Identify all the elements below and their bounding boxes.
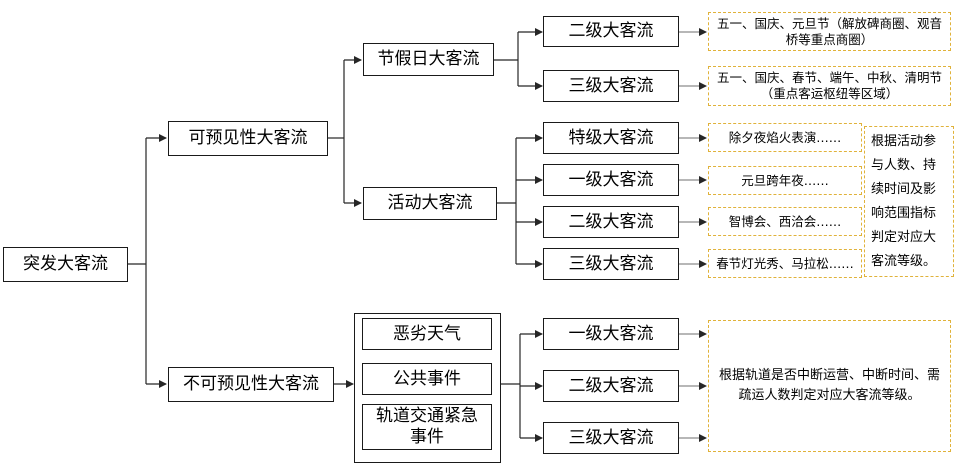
activity-level-special: 特级大客流: [543, 122, 679, 154]
activity-level-2: 二级大客流: [543, 206, 679, 238]
activity-level-3-note: 春节灯光秀、马拉松……: [708, 249, 862, 278]
activity-level-special-note: 除夕夜焰火表演……: [708, 123, 862, 152]
holiday-level-2: 二级大客流: [543, 16, 679, 47]
unpredictable-node: 不可预见性大客流: [168, 367, 334, 402]
holiday-level-3-note: 五一、国庆、春节、端午、中秋、清明节（重点客运枢纽等区域）: [708, 66, 951, 106]
activity-level-1-note: 元旦跨年夜……: [708, 166, 862, 195]
holiday-level-2-note: 五一、国庆、元旦节（解放碑商圈、观音桥等重点商圈）: [708, 12, 951, 51]
unpredictable-criteria-note: 根据轨道是否中断运营、中断时间、需疏运人数判定对应大客流等级。: [708, 320, 951, 452]
predictable-node: 可预见性大客流: [168, 121, 328, 156]
root-node: 突发大客流: [3, 247, 128, 282]
cause-severe-weather: 恶劣天气: [362, 318, 492, 350]
holiday-level-3: 三级大客流: [543, 70, 679, 102]
activity-level-1: 一级大客流: [543, 164, 679, 196]
unpredictable-level-1: 一级大客流: [543, 318, 679, 350]
activity-level-2-note: 智博会、西洽会……: [708, 207, 862, 236]
cause-rail-emergency: 轨道交通紧急事件: [362, 404, 492, 450]
activity-node: 活动大客流: [363, 187, 497, 220]
unpredictable-level-3: 三级大客流: [543, 422, 679, 454]
holiday-node: 节假日大客流: [363, 43, 494, 76]
unpredictable-level-2: 二级大客流: [543, 370, 679, 402]
activity-criteria-note: 根据活动参与人数、持续时间及影响范围指标判定对应大客流等级。: [864, 126, 954, 277]
activity-level-3: 三级大客流: [543, 248, 679, 280]
cause-public-event: 公共事件: [362, 363, 492, 395]
